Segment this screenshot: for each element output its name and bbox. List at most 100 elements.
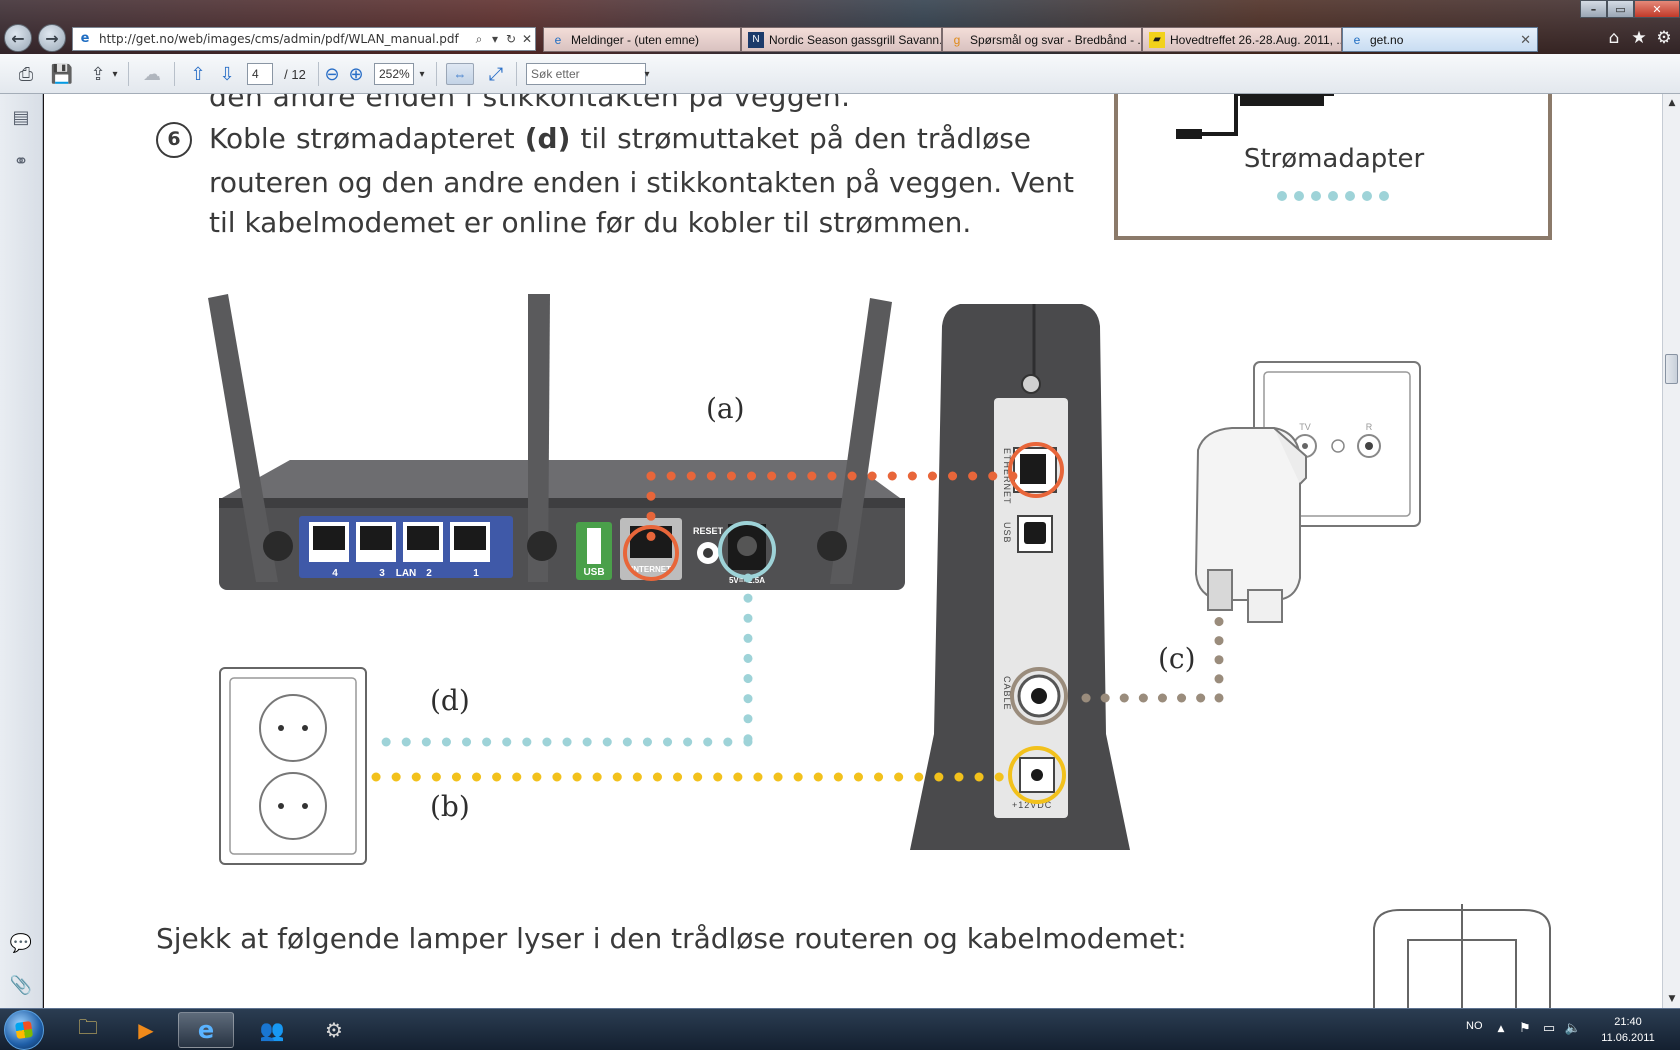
share-dropdown-icon[interactable]: ▾: [112, 68, 118, 80]
dropdown-chevron-icon[interactable]: ▾: [491, 32, 499, 46]
home-icon[interactable]: ⌂: [1608, 28, 1620, 48]
clock-date: 11.06.2011: [1601, 1032, 1655, 1044]
back-arrow-icon: ←: [11, 28, 25, 48]
toolbar-divider: [128, 62, 129, 86]
pdf-navigation-pane: ▤ ⚭ 💬 📎: [0, 94, 43, 1008]
cable-label-b: (b): [430, 790, 470, 823]
adapter-plug: [1176, 129, 1202, 139]
attachments-paperclip-icon[interactable]: 📎: [9, 975, 33, 996]
clock[interactable]: 21:40 11.06.2011: [1592, 1014, 1664, 1046]
cable-c-coax: [1010, 609, 1224, 725]
tab-meldinger[interactable]: e Meldinger - (uten emne): [543, 27, 741, 52]
coax-splitter: [1194, 427, 1307, 623]
page-number-input[interactable]: 4: [247, 63, 273, 85]
router-internet-label: INTERNET: [631, 565, 671, 574]
search-icon[interactable]: ⌕: [475, 31, 483, 46]
lan-port-label: 3: [379, 568, 385, 579]
network-icon[interactable]: ▭: [1542, 1021, 1556, 1036]
close-tab-icon[interactable]: ✕: [1520, 31, 1531, 47]
find-binoculars-icon[interactable]: ⚭: [13, 151, 29, 172]
lan-port-label: 4: [332, 568, 338, 579]
explorer-icon[interactable]: 🗀: [78, 1015, 98, 1039]
messenger-icon[interactable]: 👥: [259, 1018, 285, 1042]
search-dropdown-icon[interactable]: ▾: [644, 68, 650, 80]
pdf-toolbar: ⎙ 💾 ⇪ ▾ ☁ ⇧ ⇩ 4 / 12 ⊖ ⊕ 252% ▾ ⇔ ⤢ Søk …: [0, 54, 1680, 94]
windows-taskbar: 🗀 ▶ e 👥 ⚙ NO ▲ ⚑ ▭ 🔈 21:40 11.06.2011: [0, 1008, 1680, 1050]
zoom-out-icon[interactable]: ⊖: [324, 63, 340, 84]
step-6-line-1: Koble strømadapteret (d) til strømuttake…: [209, 122, 1031, 155]
fit-page-icon[interactable]: ⤢: [488, 63, 504, 84]
tab-hovedtreffet[interactable]: ▰ Hovedtreffet 26.-28.Aug. 2011, ...: [1142, 27, 1342, 52]
toolbar-divider: [318, 62, 319, 86]
next-page-icon[interactable]: ⇩: [219, 63, 235, 84]
zoom-in-icon[interactable]: ⊕: [348, 63, 364, 84]
share-icon[interactable]: ⇪: [90, 63, 106, 84]
zoom-dropdown-icon[interactable]: ▾: [419, 68, 425, 80]
refresh-icon[interactable]: ↻: [505, 32, 517, 46]
address-bar[interactable]: e http://get.no/web/images/cms/admin/pdf…: [72, 27, 536, 51]
connection-diagram: 4 3 LAN 2 1 USB INTERNET RESET 5V==2.5A: [208, 294, 1551, 1008]
toolbar-divider: [436, 62, 437, 86]
site-icon: g: [953, 32, 961, 47]
forward-button[interactable]: →: [38, 24, 66, 52]
vertical-scrollbar[interactable]: ▲ ▼: [1662, 94, 1680, 1008]
show-hidden-icons-icon[interactable]: ▲: [1497, 1024, 1505, 1034]
step-label-d: (d): [524, 122, 571, 155]
back-button[interactable]: ←: [4, 24, 32, 52]
comments-icon[interactable]: 💬: [9, 933, 33, 954]
clock-time: 21:40: [1614, 1016, 1642, 1028]
start-button[interactable]: [4, 1010, 44, 1050]
address-url[interactable]: http://get.no/web/images/cms/admin/pdf/W…: [99, 32, 459, 46]
page-thumbnails-icon[interactable]: ▤: [12, 107, 30, 128]
scroll-thumb[interactable]: [1665, 354, 1678, 384]
tab-label: Meldinger - (uten emne): [571, 32, 700, 47]
adapter-cable: [1192, 94, 1334, 136]
next-figure-outline: [1373, 904, 1551, 1008]
router-usb-label: USB: [583, 567, 604, 578]
tab-label: get.no: [1370, 32, 1404, 47]
tab-nordic-season[interactable]: N Nordic Season gassgrill Savann...: [741, 27, 942, 52]
zoom-input[interactable]: 252%: [374, 63, 414, 85]
scroll-down-icon[interactable]: ▼: [1668, 994, 1676, 1004]
close-window-button[interactable]: ✕: [1634, 0, 1680, 18]
toolbar-divider: [516, 62, 517, 86]
fit-width-button[interactable]: ⇔: [446, 63, 474, 85]
minimize-button[interactable]: –: [1580, 0, 1607, 18]
scroll-up-icon[interactable]: ▲: [1668, 98, 1676, 108]
steam-icon[interactable]: ⚙: [325, 1018, 343, 1042]
step-6-line-2: routeren og den andre enden i stikkontak…: [209, 166, 1074, 199]
tab-get-no[interactable]: e get.no ✕: [1342, 27, 1538, 52]
adapter-illustration: [1176, 94, 1334, 139]
volume-icon[interactable]: 🔈: [1564, 1021, 1582, 1036]
step-text: til strømuttaket på den trådløse: [580, 122, 1032, 155]
lan-port-label: 1: [473, 568, 479, 579]
action-center-flag-icon[interactable]: ⚑: [1519, 1021, 1531, 1036]
tab-label: Nordic Season gassgrill Savann...: [769, 32, 942, 47]
wall-tv-label: TV: [1299, 422, 1311, 432]
cable-label-c: (c): [1158, 642, 1196, 675]
check-lights-text: Sjekk at følgende lamper lyser i den trå…: [156, 922, 1187, 955]
wall-r-label: R: [1366, 422, 1373, 432]
internet-explorer-icon[interactable]: e: [178, 1012, 234, 1048]
favorites-star-icon[interactable]: ★: [1631, 28, 1647, 48]
ie-page-icon: e: [1353, 32, 1361, 47]
language-indicator[interactable]: NO: [1466, 1020, 1483, 1032]
wireless-router: [208, 294, 905, 590]
previous-page-icon[interactable]: ⇧: [190, 63, 206, 84]
tab-sporsmal-og-svar[interactable]: g Spørsmål og svar - Bredbånd - ...: [942, 27, 1142, 52]
maximize-button[interactable]: ▭: [1607, 0, 1634, 18]
save-icon[interactable]: 💾: [50, 63, 74, 84]
router-reset-label: RESET: [693, 526, 724, 536]
lan-port-label: 2: [426, 568, 432, 579]
cable-label-d: (d): [430, 684, 470, 717]
print-icon[interactable]: ⎙: [18, 63, 34, 84]
modem-ethernet-label: ETHERNET: [1002, 448, 1012, 505]
media-player-icon[interactable]: ▶: [138, 1018, 154, 1042]
stop-icon[interactable]: ✕: [521, 32, 533, 46]
tools-gear-icon[interactable]: ⚙: [1656, 28, 1672, 48]
adapter-color-dots: [1277, 191, 1389, 201]
tab-label: Spørsmål og svar - Bredbånd - ...: [970, 32, 1142, 47]
pdf-search-input[interactable]: Søk etter: [526, 63, 646, 85]
cable-d-router-power: [371, 521, 776, 747]
previous-step-text: den andre enden i stikkontakten på vegge…: [209, 94, 851, 113]
